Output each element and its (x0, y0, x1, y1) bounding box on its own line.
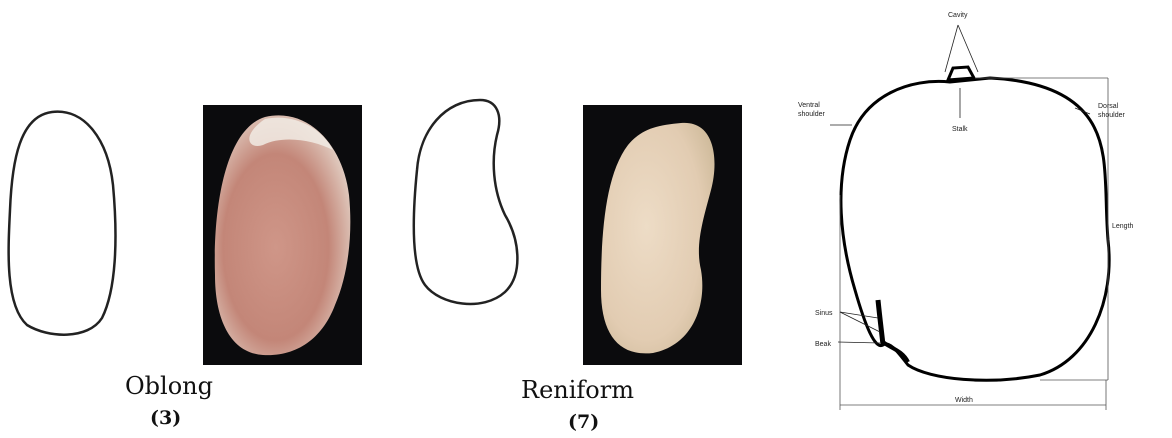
reniform-caption: Reniform (521, 376, 634, 404)
label-width: Width (955, 397, 973, 404)
label-stalk: Stalk (952, 126, 968, 133)
oblong-outline-drawing (0, 100, 130, 340)
oblong-seed (215, 115, 351, 355)
reniform-outline-drawing (405, 90, 535, 320)
sinus-curve (878, 300, 883, 345)
beak-nub (883, 342, 908, 362)
reniform-seed-photo (583, 105, 742, 365)
stalk (948, 67, 974, 80)
reniform-outline (414, 100, 518, 304)
oblong-caption: Oblong (125, 372, 213, 400)
oblong-seed-photo (203, 105, 362, 365)
label-beak: Beak (815, 341, 831, 348)
label-ventral-shoulder: shoulder (798, 111, 826, 118)
mango-fruit-diagram: Cavity Ventral shoulder Stalk Dorsal sho… (790, 0, 1172, 438)
label-length: Length (1112, 223, 1134, 230)
oblong-code: (3) (150, 407, 181, 429)
label-sinus: Sinus (815, 310, 833, 317)
reniform-seed (601, 123, 715, 354)
label-dorsal-shoulder: shoulder (1098, 112, 1126, 119)
label-dorsal: Dorsal (1098, 103, 1119, 110)
cavity-pointer-right (958, 25, 978, 72)
label-cavity: Cavity (948, 12, 968, 19)
reniform-code: (7) (568, 411, 599, 433)
oblong-outline (9, 112, 116, 335)
cavity-pointer-left (945, 25, 958, 72)
label-ventral: Ventral (798, 102, 820, 109)
